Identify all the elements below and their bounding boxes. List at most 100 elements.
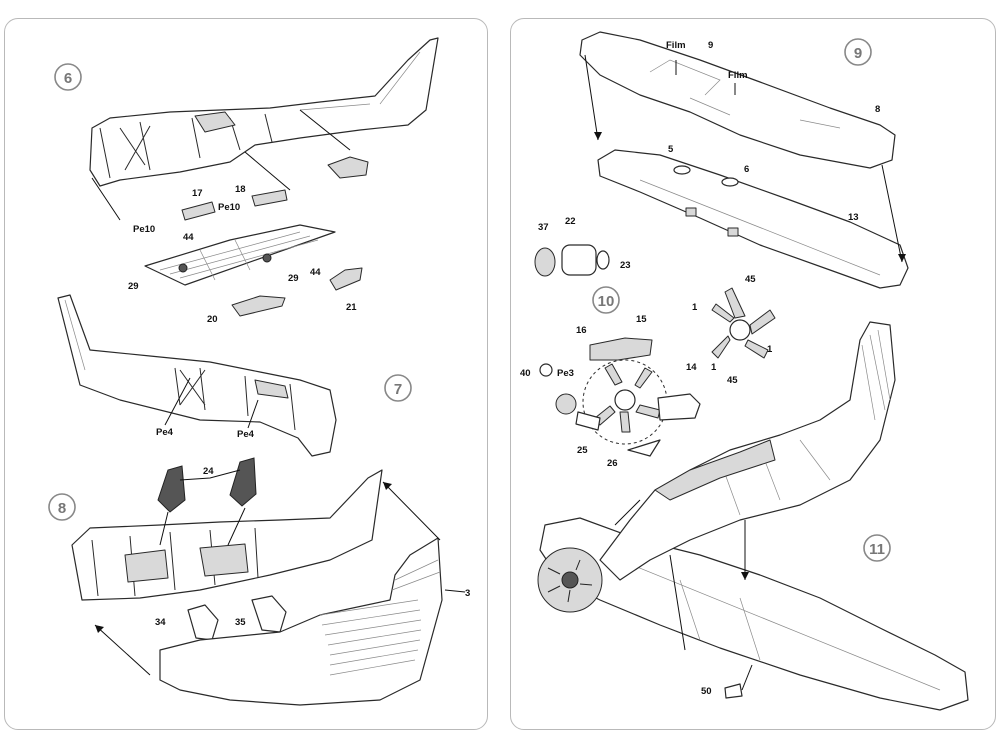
label-34: 34: [155, 617, 166, 628]
part-23: [596, 250, 610, 270]
label-40: 40: [520, 368, 531, 379]
part-35: [251, 595, 287, 633]
label-37: 37: [538, 222, 549, 233]
cylinder-hub: [729, 319, 751, 341]
assembly-arrows-step6: [91, 109, 351, 221]
label-17: 17: [192, 188, 203, 199]
part-34: [187, 604, 219, 641]
assembly-arrows-step8: [94, 481, 466, 676]
part-40-small: [539, 363, 553, 377]
cylinder-fins: [594, 363, 661, 433]
label-44-b: 44: [310, 267, 321, 278]
label-20: 20: [207, 314, 218, 325]
label-film-2: Film: [728, 70, 748, 81]
label-25: 25: [577, 445, 588, 456]
part-20: [231, 295, 286, 317]
step-10-number: 10: [598, 293, 615, 310]
tail-line-7: [64, 299, 86, 371]
step-8-group: 8 24 3 34 35: [48, 457, 470, 706]
wing-arrow-head: [594, 132, 602, 140]
label-21: 21: [346, 302, 357, 313]
label-35: 35: [235, 617, 246, 628]
pointer-lines-7: [164, 377, 259, 429]
label-15: 15: [636, 314, 647, 325]
label-29-b: 29: [288, 273, 299, 284]
cockpit-panel: [194, 111, 236, 133]
step-11-number: 11: [869, 541, 885, 558]
label-pe3: Pe3: [557, 368, 574, 379]
label-9: 9: [708, 40, 713, 51]
step-6-badge: [54, 63, 82, 91]
label-film-1: Film: [666, 40, 686, 51]
step-8-number: 8: [58, 500, 66, 517]
fuselage-assembly-step8: [71, 469, 383, 601]
label-26: 26: [607, 458, 618, 469]
seat-arrows: [159, 469, 246, 546]
step-9-number: 9: [854, 45, 862, 62]
step-7-badge: [384, 374, 412, 402]
cylinder-heads: [547, 559, 593, 603]
upper-wing: [579, 31, 896, 169]
seat-bases-8: [124, 543, 249, 583]
part-15-16-cowl: [589, 337, 653, 361]
step-11-badge: [863, 534, 891, 562]
wing-slot-a: [685, 207, 697, 217]
label-24: 24: [203, 466, 214, 477]
lower-wing-line: [639, 179, 881, 276]
wing-slot-b: [727, 227, 739, 237]
label-1-a: 1: [692, 302, 698, 313]
wing-arrow-head-b: [898, 254, 906, 262]
part-26: [627, 439, 661, 457]
assembly-arrows-step11: [614, 499, 746, 651]
part-6: [721, 177, 739, 187]
label-1-b: 1: [711, 362, 717, 373]
step-9-group: 9 Film 9 Film 8 5 6 13: [579, 31, 909, 289]
label-45-a: 45: [745, 274, 756, 285]
tail-wheel-part: [327, 156, 369, 179]
label-8: 8: [875, 104, 880, 115]
label-16: 16: [576, 325, 587, 336]
fuselage-other-half: [159, 537, 443, 706]
label-pe10-a: Pe10: [133, 224, 155, 235]
lower-wing: [597, 149, 909, 289]
label-pe4-a: Pe4: [156, 427, 174, 438]
part-37: [534, 247, 556, 277]
upper-wing-lines: [649, 59, 841, 129]
step-7-group: 7 Pe4 Pe4: [57, 294, 412, 457]
propeller-hub: [561, 571, 579, 589]
part-18: [251, 189, 288, 207]
label-22: 22: [565, 216, 576, 227]
label-44-a: 44: [183, 232, 194, 243]
label-5: 5: [668, 144, 674, 155]
canopy: [654, 439, 776, 501]
floor-rib-lines: [159, 231, 319, 281]
label-23: 23: [620, 260, 631, 271]
step-6-number: 6: [64, 70, 72, 87]
rib-lines-other-half: [319, 559, 441, 676]
label-pe4-b: Pe4: [237, 429, 255, 440]
step-11-group: 11 50: [537, 321, 969, 711]
label-14: 14: [686, 362, 697, 373]
arrow-head-11: [741, 572, 749, 580]
step-9-badge: [844, 38, 872, 66]
label-pe10-b: Pe10: [218, 202, 240, 213]
fuselage-rib-lines: [719, 329, 891, 516]
label-13: 13: [848, 212, 859, 223]
part-25: [575, 411, 601, 431]
engine-parts-group: 37 22 23: [534, 216, 631, 277]
part-14: [657, 393, 701, 421]
part-50: [724, 683, 743, 699]
step-7-number: 7: [394, 381, 402, 398]
label-3: 3: [465, 588, 470, 599]
step-10-badge: [592, 286, 620, 314]
label-6: 6: [744, 164, 749, 175]
pedal-part: [178, 263, 188, 273]
cylinders: [711, 287, 776, 359]
fuselage-frame-lines-7: [174, 367, 296, 431]
pedal-part-b: [262, 253, 272, 263]
wing-panel-lines: [619, 559, 941, 691]
seat-24-right: [229, 457, 257, 507]
part-22: [561, 244, 597, 276]
label-50: 50: [701, 686, 712, 697]
